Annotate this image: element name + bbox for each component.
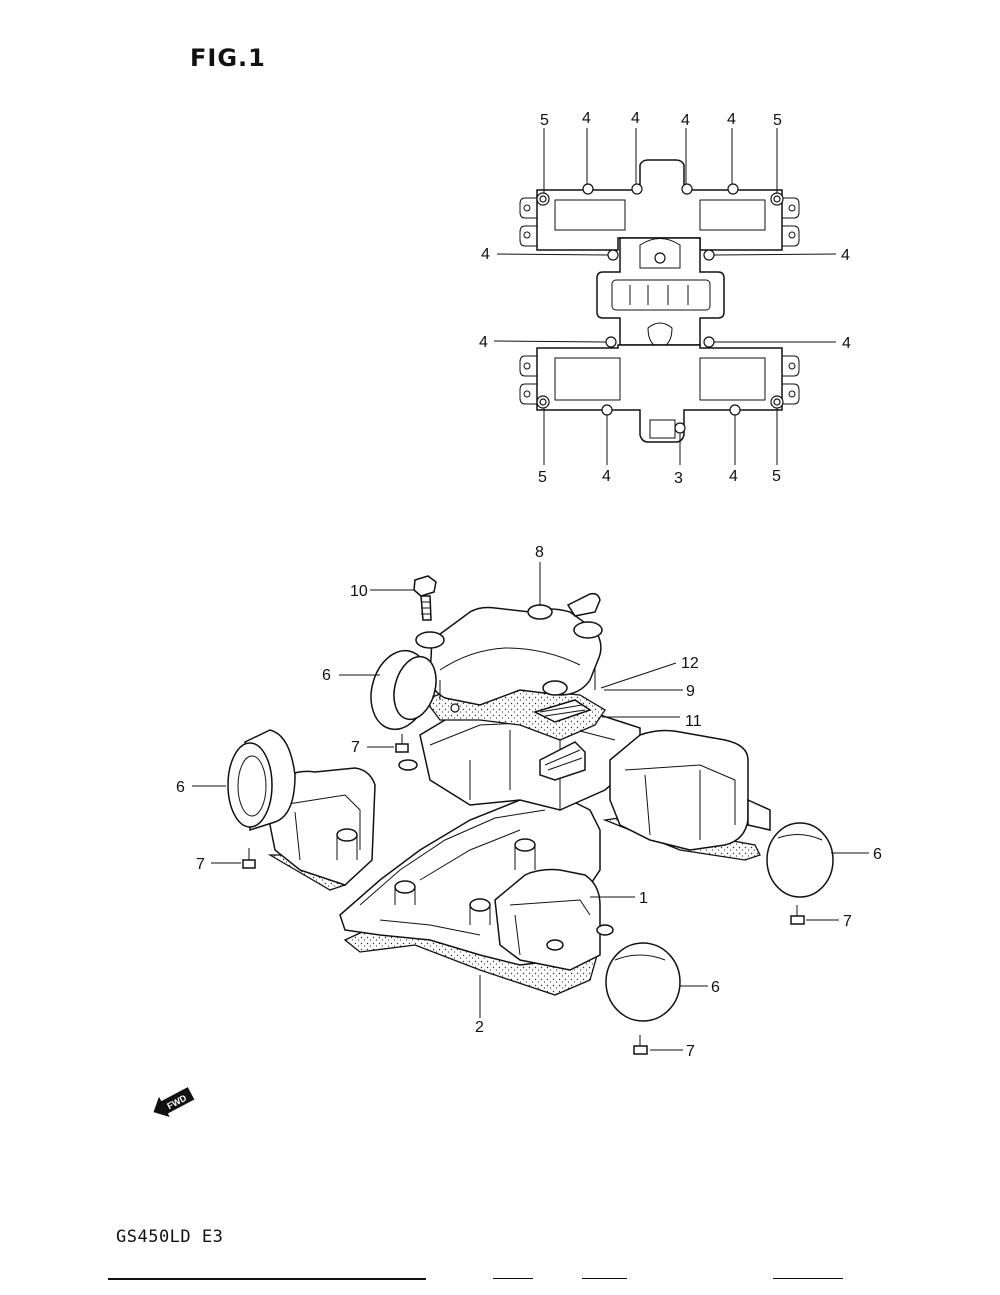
callout-side-left-lower: 4 — [479, 334, 488, 351]
chain-guide — [532, 699, 592, 781]
cap-front-right — [605, 942, 681, 1022]
callout-7-c: 7 — [843, 913, 852, 930]
callout-top-1: 5 — [540, 112, 549, 129]
callout-top-4: 4 — [681, 112, 690, 129]
callout-6-rear-left: 6 — [322, 667, 331, 684]
callout-10: 10 — [350, 583, 368, 600]
callout-side-right-upper: 4 — [841, 247, 850, 264]
cap-front-left — [227, 729, 296, 832]
callout-top-3: 4 — [631, 110, 640, 127]
model-code: GS450LD E3 — [116, 1227, 224, 1247]
tightening-diagram: 5 4 4 4 4 5 4 4 4 4 5 4 3 4 5 — [479, 110, 851, 487]
callout-bottom-4: 4 — [729, 468, 738, 485]
callout-8: 8 — [535, 544, 544, 561]
figure-title: FIG.1 — [190, 44, 266, 72]
lower-ears — [519, 355, 800, 405]
callout-side-left-upper: 4 — [481, 246, 490, 263]
callout-6-front-right: 6 — [711, 979, 720, 996]
callout-6-front-left: 6 — [176, 779, 185, 796]
tightening-leaders — [493, 128, 837, 465]
cap-rear-right — [766, 822, 834, 898]
bolt-10 — [413, 575, 437, 621]
callout-top-5: 4 — [727, 111, 736, 128]
callout-top-2: 4 — [582, 110, 591, 127]
callout-9: 9 — [686, 683, 695, 700]
breather-cover — [429, 606, 602, 706]
callout-6-rear-right: 6 — [873, 846, 882, 863]
callout-7-d: 7 — [686, 1043, 695, 1060]
callout-2: 2 — [475, 1019, 484, 1036]
exploded-leaders — [192, 562, 869, 1051]
callout-11: 11 — [685, 713, 702, 730]
upper-cover-outline — [536, 159, 783, 251]
footer-rule-4 — [773, 1278, 843, 1279]
footer-rule-1 — [108, 1278, 426, 1280]
upper-ears — [519, 197, 800, 247]
callout-bottom-3: 3 — [674, 470, 683, 487]
lower-cover-outline — [536, 344, 783, 443]
callout-bottom-1: 5 — [538, 469, 547, 486]
callout-top-6: 5 — [773, 112, 782, 129]
bolt-7-right-upper — [790, 905, 805, 925]
fwd-arrow-icon: FWD — [153, 1087, 195, 1118]
footer-rule-2 — [493, 1278, 533, 1279]
exploded-view: 1 2 6 6 6 6 7 7 7 7 8 9 10 11 12 — [176, 544, 882, 1060]
callout-7-a: 7 — [351, 739, 360, 756]
callout-bottom-2: 4 — [602, 468, 611, 485]
cap-rear-left — [370, 649, 437, 731]
bolt-holes — [536, 183, 784, 434]
bolt-7-left-lower — [242, 848, 256, 869]
callout-7-b: 7 — [196, 856, 205, 873]
bolt-7-left-upper — [395, 734, 409, 753]
bolt-7-right-lower — [633, 1035, 648, 1055]
callout-1: 1 — [639, 890, 648, 907]
footer-rule-3 — [582, 1278, 627, 1279]
callout-side-right-lower: 4 — [842, 335, 851, 352]
callout-bottom-5: 5 — [772, 468, 781, 485]
right-rear-cam-housing — [609, 729, 749, 851]
callout-12: 12 — [681, 655, 699, 672]
